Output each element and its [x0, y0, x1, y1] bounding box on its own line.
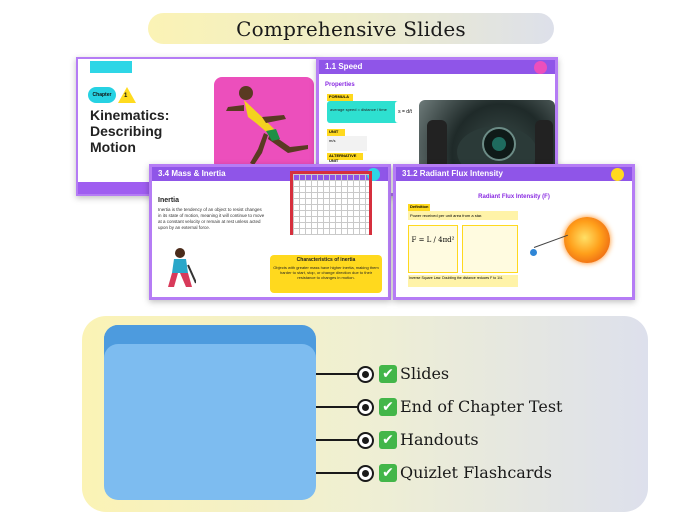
- connector-line: [316, 406, 364, 408]
- connector-bullet: [357, 366, 374, 383]
- sun-image: [564, 217, 610, 263]
- checkmark-icon: ✔: [379, 398, 397, 416]
- alt-unit-tag: ALTERNATIVE UNIT: [327, 153, 363, 163]
- info-box: Characteristics of inertia Objects with …: [270, 255, 382, 293]
- checkmark-icon: ✔: [379, 365, 397, 383]
- slide-subheading: Properties: [325, 82, 355, 88]
- definition-box: Power received per unit area from a star…: [408, 211, 518, 220]
- formula-fraction: s = d/t: [395, 101, 415, 123]
- connector-line: [316, 472, 364, 474]
- definition-tag: Definition: [408, 204, 430, 211]
- slide-heading: 3.4 Mass & Inertia: [158, 169, 226, 178]
- connector-line: [316, 439, 364, 441]
- slide-heading: 1.1 Speed: [325, 62, 363, 71]
- slide-accent-bar: [90, 61, 132, 73]
- folder-icon: [104, 344, 316, 500]
- info-box-body: Objects with greater mass have higher in…: [273, 265, 379, 280]
- law-note: Inverse Square Law: Doubling the distanc…: [408, 275, 518, 287]
- slide-title: Kinematics: Describing Motion: [90, 107, 170, 155]
- info-box-title: Characteristics of inertia: [296, 257, 356, 263]
- slide-header: 31.2 Radiant Flux Intensity: [396, 167, 632, 181]
- slide-header-dot: [534, 61, 547, 74]
- formula-tag: FORMULA: [327, 94, 353, 101]
- chapter-triangle: [118, 87, 136, 103]
- formula-box: F = L / 4πd²: [408, 225, 458, 273]
- checklist-item-slides: Slides: [400, 364, 450, 383]
- checklist-item-flashcards: Quizlet Flashcards: [400, 463, 552, 482]
- checkmark-icon: ✔: [379, 431, 397, 449]
- slide-header-dot: [611, 168, 624, 181]
- earth-dot: [530, 249, 537, 256]
- slide-subheading: Inertia: [158, 197, 180, 204]
- formula-equation: F = L / 4πd²: [411, 236, 455, 244]
- sprinter-figure: [226, 86, 308, 165]
- hockey-goal-image: [290, 171, 372, 235]
- checklist-item-test: End of Chapter Test: [400, 397, 563, 416]
- flux-line: [533, 234, 568, 248]
- chapter-badge: Chapter: [88, 87, 116, 103]
- connector-bullet: [357, 399, 374, 416]
- slide-subheading: Radiant Flux Intensity (F): [478, 194, 550, 200]
- slide-body-text: Inertia is the tendency of an object to …: [158, 207, 265, 230]
- connector-line: [316, 373, 364, 375]
- unit-box: m/s: [327, 136, 367, 151]
- slide-preview-radiant-flux: 31.2 Radiant Flux Intensity Radiant Flux…: [393, 164, 635, 300]
- hockey-player-image: [168, 248, 196, 287]
- connector-bullet: [357, 465, 374, 482]
- slide-heading: 31.2 Radiant Flux Intensity: [402, 169, 503, 178]
- checklist-item-handouts: Handouts: [400, 430, 479, 449]
- unit-tag: UNIT: [327, 129, 345, 136]
- sprinter-image: [214, 77, 314, 171]
- page-title: Comprehensive Slides: [236, 16, 466, 41]
- assumptions-box: [462, 225, 518, 273]
- slide-preview-kinematics: Chapter 1 Kinematics: Describing Motion: [76, 57, 318, 196]
- title-banner: Comprehensive Slides: [148, 13, 554, 44]
- connector-bullet: [357, 432, 374, 449]
- slide-header: 1.1 Speed: [319, 60, 555, 74]
- formula-box: average speed = distance / time: [327, 101, 413, 123]
- slide-preview-mass-inertia: 3.4 Mass & Inertia Inertia Inertia is th…: [149, 164, 391, 300]
- chapter-number: 1: [124, 93, 128, 99]
- checkmark-icon: ✔: [379, 464, 397, 482]
